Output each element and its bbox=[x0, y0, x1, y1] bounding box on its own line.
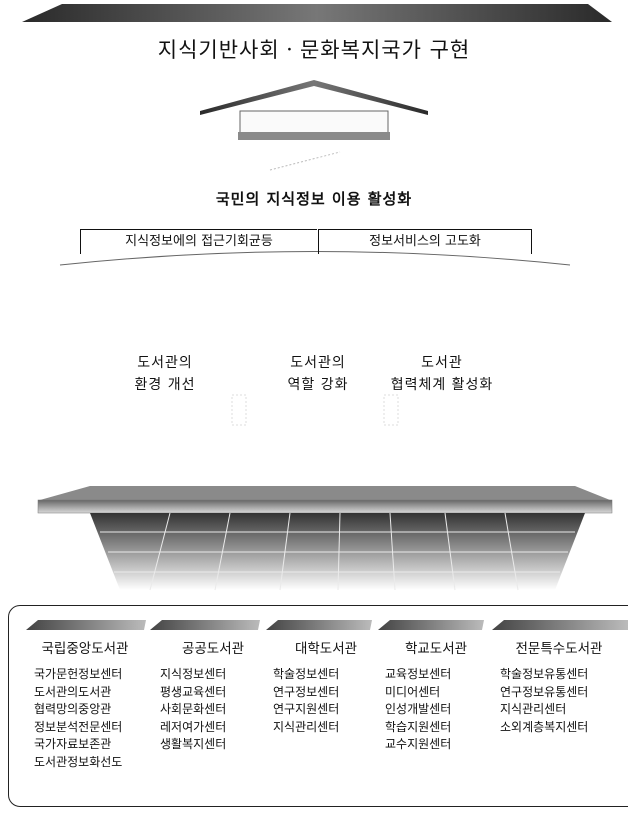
top-roof-band bbox=[22, 4, 612, 22]
institution-name: 전문특수도서관 bbox=[515, 641, 603, 657]
institution-item: 교수지원센터 bbox=[385, 737, 452, 751]
institution-box bbox=[8, 605, 628, 807]
institution-item: 학술정보유통센터 bbox=[500, 667, 589, 681]
institution-item: 레저여가센터 bbox=[160, 719, 227, 734]
col-bar-5 bbox=[492, 620, 628, 630]
goal-tab-access: 지식정보에의 접근기회균등 bbox=[80, 229, 317, 254]
pillar-cooperation: 도서관 협력체계 활성화 bbox=[372, 352, 512, 396]
institution-item: 연구정보유통센터 bbox=[500, 684, 589, 699]
base-slab bbox=[40, 486, 610, 500]
col-bar-4 bbox=[378, 620, 484, 630]
goal-arch bbox=[59, 251, 571, 266]
institution-name: 대학도서관 bbox=[294, 641, 358, 657]
institution-item: 도서관정보화선도 bbox=[34, 754, 123, 769]
col-bar-3 bbox=[266, 620, 372, 630]
institution-item: 국가문헌정보센터 bbox=[34, 667, 123, 681]
house-roof bbox=[200, 80, 428, 115]
house-body bbox=[239, 110, 389, 136]
grid-lines bbox=[100, 512, 575, 591]
institution-university-library: 대학도서관 학술정보센터 연구정보센터 연구지원센터 지식관리센터 bbox=[263, 640, 389, 736]
institution-item: 교육정보센터 bbox=[385, 667, 452, 681]
institution-item: 지식관리센터 bbox=[273, 719, 340, 734]
institution-special-library: 전문특수도서관 학술정보유통센터 연구정보유통센터 지식관리센터 소외계층복지센… bbox=[490, 640, 628, 736]
col-bar-2 bbox=[150, 620, 260, 630]
institution-school-library: 학교도서관 교육정보센터 미디어센터 인성개발센터 학습지원센터 교수지원센터 bbox=[373, 640, 499, 754]
pillar-role: 도서관의 역할 강화 bbox=[248, 352, 388, 396]
institution-name: 국립중앙도서관 bbox=[41, 641, 129, 657]
institution-item: 국가자료보존관 bbox=[34, 737, 112, 751]
institution-item: 지식관리센터 bbox=[500, 702, 567, 716]
institution-national-library: 국립중앙도서관 국가문헌정보센터 도서관의도서관 협력망의중앙관 정보분석전문센… bbox=[22, 640, 148, 771]
institution-item: 미디어센터 bbox=[385, 684, 441, 699]
diagram-title: 지식기반사회ㆍ문화복지국가 구현 bbox=[157, 38, 471, 62]
institution-item: 연구정보센터 bbox=[273, 684, 340, 699]
institution-public-library: 공공도서관 지식정보센터 평생교육센터 사회문화센터 레저여가센터 생활복지센터 bbox=[150, 640, 276, 754]
pillar-environment: 도서관의 환경 개선 bbox=[95, 352, 235, 396]
diagram-subtitle: 국민의 지식정보 이용 활성화 bbox=[215, 190, 413, 208]
pillar-line1: 도서관의 bbox=[137, 355, 193, 371]
institution-item: 도서관의도서관 bbox=[34, 684, 112, 699]
institution-item: 연구지원센터 bbox=[273, 702, 340, 716]
institution-item: 학술정보센터 bbox=[273, 667, 340, 681]
institution-name: 학교도서관 bbox=[404, 641, 468, 657]
pillar-line1: 도서관의 bbox=[290, 355, 346, 371]
institution-item: 생활복지센터 bbox=[160, 737, 227, 751]
col-bar-1 bbox=[26, 620, 146, 630]
pillar-line1: 도서관 bbox=[421, 355, 463, 371]
institution-item: 사회문화센터 bbox=[160, 702, 227, 716]
institution-item: 소외계층복지센터 bbox=[500, 719, 589, 734]
institution-item: 협력망의중앙관 bbox=[34, 702, 112, 716]
institution-item: 인성개발센터 bbox=[385, 702, 452, 716]
goal-tab-service: 정보서비스의 고도화 bbox=[318, 229, 532, 254]
institution-item: 지식정보센터 bbox=[160, 667, 227, 681]
institution-item: 평생교육센터 bbox=[160, 684, 227, 699]
pillar-line2: 환경 개선 bbox=[134, 377, 196, 393]
institution-item: 학습지원센터 bbox=[385, 719, 452, 734]
institution-item: 정보분석전문센터 bbox=[34, 719, 123, 734]
pillar-line2: 협력체계 활성화 bbox=[390, 377, 494, 393]
house-base bbox=[238, 132, 390, 140]
institution-name: 공공도서관 bbox=[181, 641, 245, 657]
pillar-line2: 역할 강화 bbox=[287, 377, 349, 393]
